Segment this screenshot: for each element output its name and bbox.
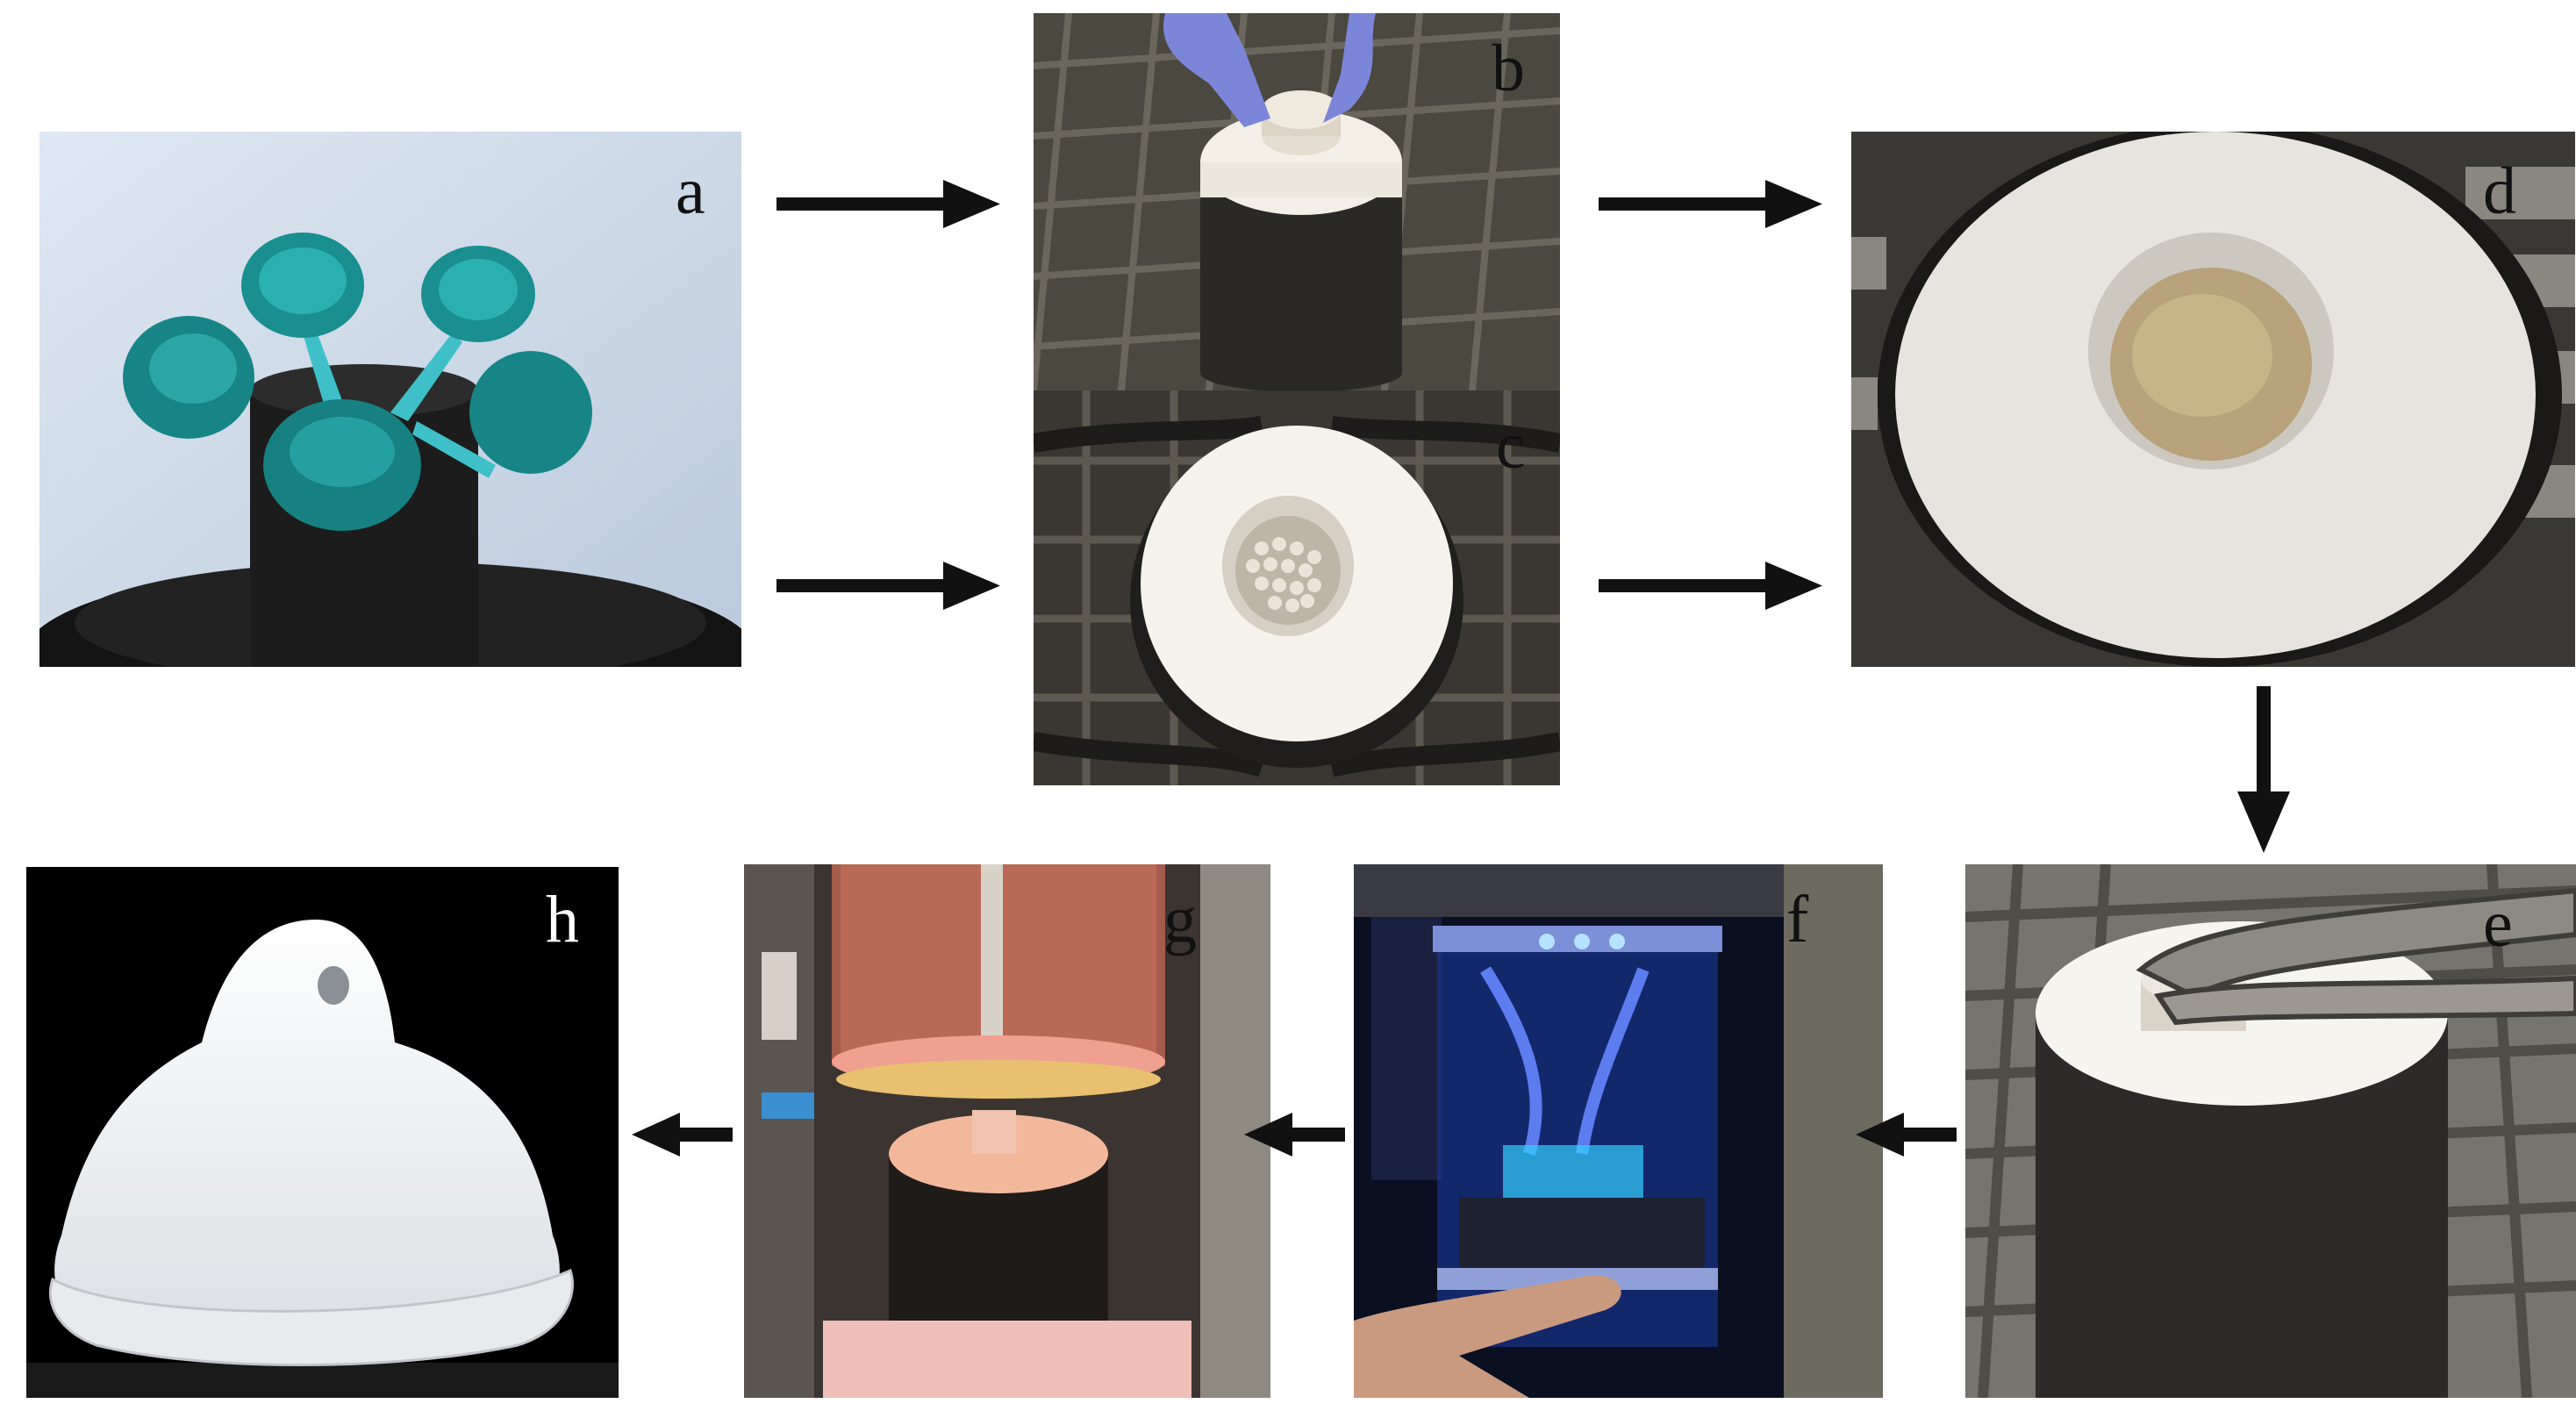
panel-label-g: g [1163, 883, 1197, 956]
arrow-c-to-d [1599, 562, 1822, 610]
panel-label-b: b [1492, 32, 1525, 105]
panel-c-ring-with-pellets-photo [1034, 390, 1560, 785]
arrow-g-to-h [632, 1113, 733, 1157]
panel-e-ring-with-tongs-photo [1965, 864, 2576, 1398]
panel-a-wax-patterns-photo [39, 132, 741, 667]
panel-label-a: a [676, 154, 705, 228]
panel-d-ring-closeup-photo [1851, 132, 2575, 667]
panel-label-e: e [2483, 887, 2513, 961]
arrow-b-to-d [1599, 180, 1822, 228]
panel-label-h: h [546, 883, 579, 956]
arrow-d-to-e [2237, 686, 2290, 853]
arrow-e-to-f [1856, 1113, 1957, 1157]
arrow-a-to-b [776, 180, 1000, 228]
panel-label-f: f [1786, 883, 1809, 956]
panel-b-investment-ring-photo [1034, 13, 1560, 390]
panel-h-finished-restoration-photo [26, 867, 619, 1398]
arrow-a-to-c [776, 562, 1000, 610]
panel-g-press-furnace-red-photo [744, 864, 1270, 1398]
panel-label-d: d [2483, 154, 2516, 228]
arrow-f-to-g [1244, 1113, 1345, 1157]
panel-label-c: c [1496, 409, 1526, 483]
panel-f-press-furnace-blue-photo [1354, 864, 1883, 1398]
